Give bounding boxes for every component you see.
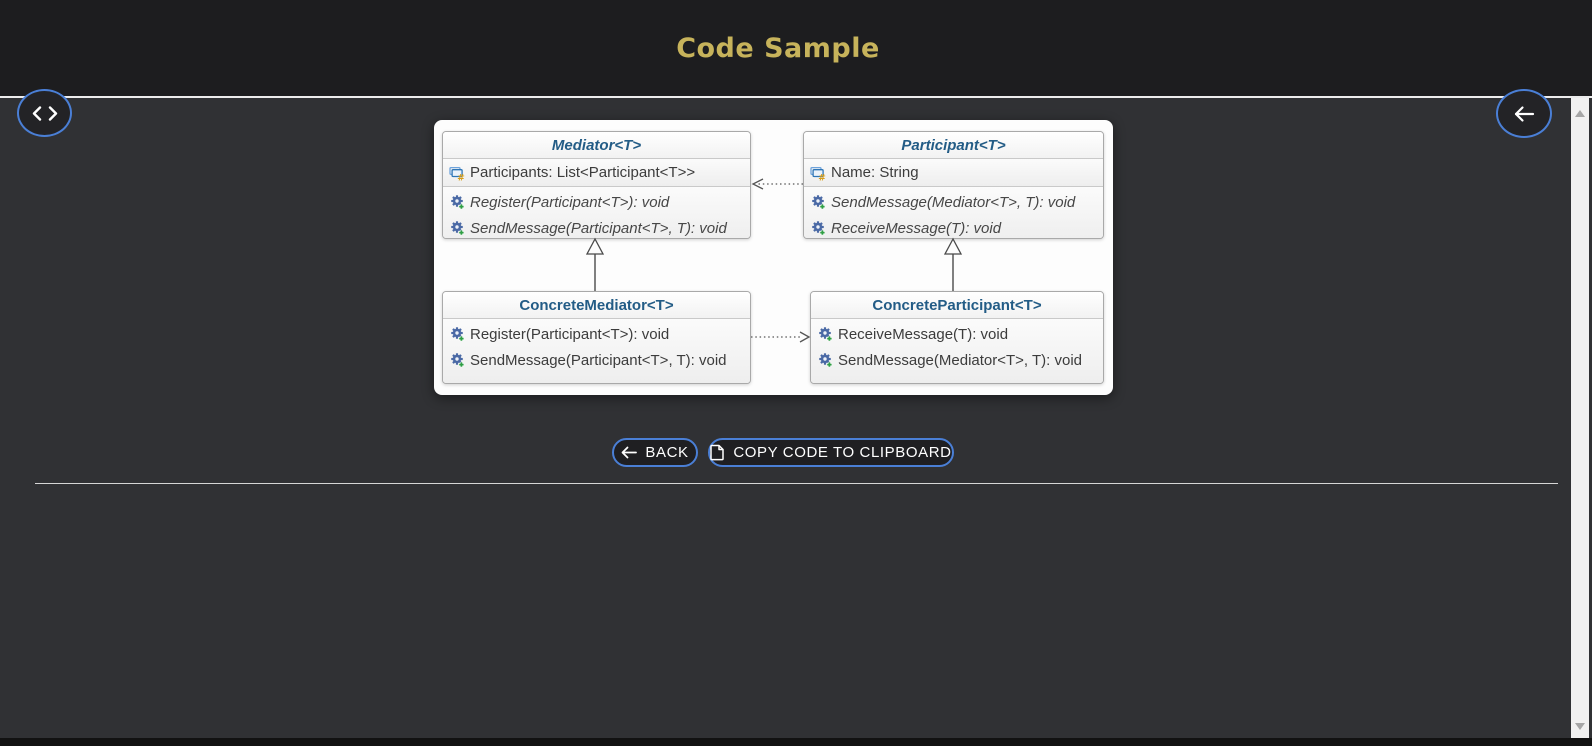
uml-class-concrete-participant: ConcreteParticipant<T> <box>810 291 1104 384</box>
method-icon <box>819 327 832 341</box>
uml-class-name: Mediator<T> <box>443 132 750 158</box>
uml-method-row: SendMessage(Participant<T>, T): void <box>443 347 750 373</box>
svg-text:#: # <box>818 173 826 180</box>
uml-method-text: SendMessage(Participant<T>, T): void <box>470 351 727 369</box>
uml-class-name: ConcreteMediator<T> <box>443 292 750 318</box>
svg-text:#: # <box>457 173 465 180</box>
uml-method-text: SendMessage(Mediator<T>, T): void <box>838 351 1083 369</box>
uml-methods-compartment: ReceiveMessage(T): void <box>811 318 1103 383</box>
uml-method-text: SendMessage(Participant<T>, T): void <box>470 219 727 237</box>
uml-methods-compartment: SendMessage(Mediator<T>, T): void <box>804 186 1103 238</box>
back-floating-button[interactable] <box>1496 89 1552 138</box>
uml-class-mediator: Mediator<T> # Participants: List<Partici… <box>442 131 751 239</box>
uml-method-row: SendMessage(Mediator<T>, T): void <box>811 347 1103 373</box>
uml-fields-compartment: # Name: String <box>804 158 1103 186</box>
uml-method-row: ReceiveMessage(T): void <box>804 215 1103 238</box>
scroll-down-icon[interactable] <box>1575 723 1585 730</box>
view-code-button[interactable] <box>17 89 72 137</box>
uml-method-row: Register(Participant<T>): void <box>443 321 750 347</box>
uml-method-text: ReceiveMessage(T): void <box>838 325 1009 343</box>
uml-method-row: Register(Participant<T>): void <box>443 189 750 215</box>
method-icon <box>451 195 464 209</box>
uml-field-text: Name: String <box>831 164 919 181</box>
method-icon <box>451 221 464 235</box>
bottom-edge-bar <box>0 738 1592 746</box>
uml-method-text: ReceiveMessage(T): void <box>831 219 1002 237</box>
uml-class-participant: Participant<T> # Name: String <box>803 131 1104 239</box>
method-icon <box>819 353 832 367</box>
uml-method-row: SendMessage(Participant<T>, T): void <box>443 215 750 238</box>
uml-class-name: ConcreteParticipant<T> <box>811 292 1103 318</box>
uml-methods-compartment: Register(Participant<T>): void <box>443 318 750 383</box>
copy-code-button[interactable]: COPY CODE TO CLIPBOARD <box>708 438 954 467</box>
page-title: Code Sample <box>676 32 880 64</box>
uml-field-row: # Participants: List<Participant<T>> <box>443 159 750 186</box>
field-icon: # <box>810 166 826 181</box>
copy-document-icon <box>710 444 725 461</box>
method-icon <box>812 221 825 235</box>
header-bar: Code Sample <box>0 0 1592 98</box>
uml-field-text: Participants: List<Participant<T>> <box>470 164 696 181</box>
back-button[interactable]: BACK <box>612 438 698 467</box>
uml-class-name: Participant<T> <box>804 132 1103 158</box>
copy-code-button-label: COPY CODE TO CLIPBOARD <box>733 444 952 461</box>
uml-fields-compartment: # Participants: List<Participant<T>> <box>443 158 750 186</box>
uml-method-text: SendMessage(Mediator<T>, T): void <box>831 193 1076 211</box>
uml-method-text: Register(Participant<T>): void <box>470 325 670 343</box>
method-icon <box>812 195 825 209</box>
uml-class-concrete-mediator: ConcreteMediator<T> <box>442 291 751 384</box>
uml-methods-compartment: Register(Participant<T>): void <box>443 186 750 238</box>
uml-field-row: # Name: String <box>804 159 1103 186</box>
uml-method-row: SendMessage(Mediator<T>, T): void <box>804 189 1103 215</box>
back-button-label: BACK <box>645 444 689 461</box>
back-arrow-icon <box>1514 105 1535 122</box>
scroll-up-icon[interactable] <box>1575 110 1585 117</box>
uml-diagram-panel: Mediator<T> # Participants: List<Partici… <box>434 120 1113 395</box>
code-icon <box>32 105 57 121</box>
uml-method-text: Register(Participant<T>): void <box>470 193 670 211</box>
uml-method-row: ReceiveMessage(T): void <box>811 321 1103 347</box>
method-icon <box>451 353 464 367</box>
horizontal-divider <box>35 483 1558 484</box>
method-icon <box>451 327 464 341</box>
vertical-scrollbar[interactable] <box>1571 98 1589 738</box>
field-icon: # <box>449 166 465 181</box>
back-arrow-icon <box>621 446 638 459</box>
